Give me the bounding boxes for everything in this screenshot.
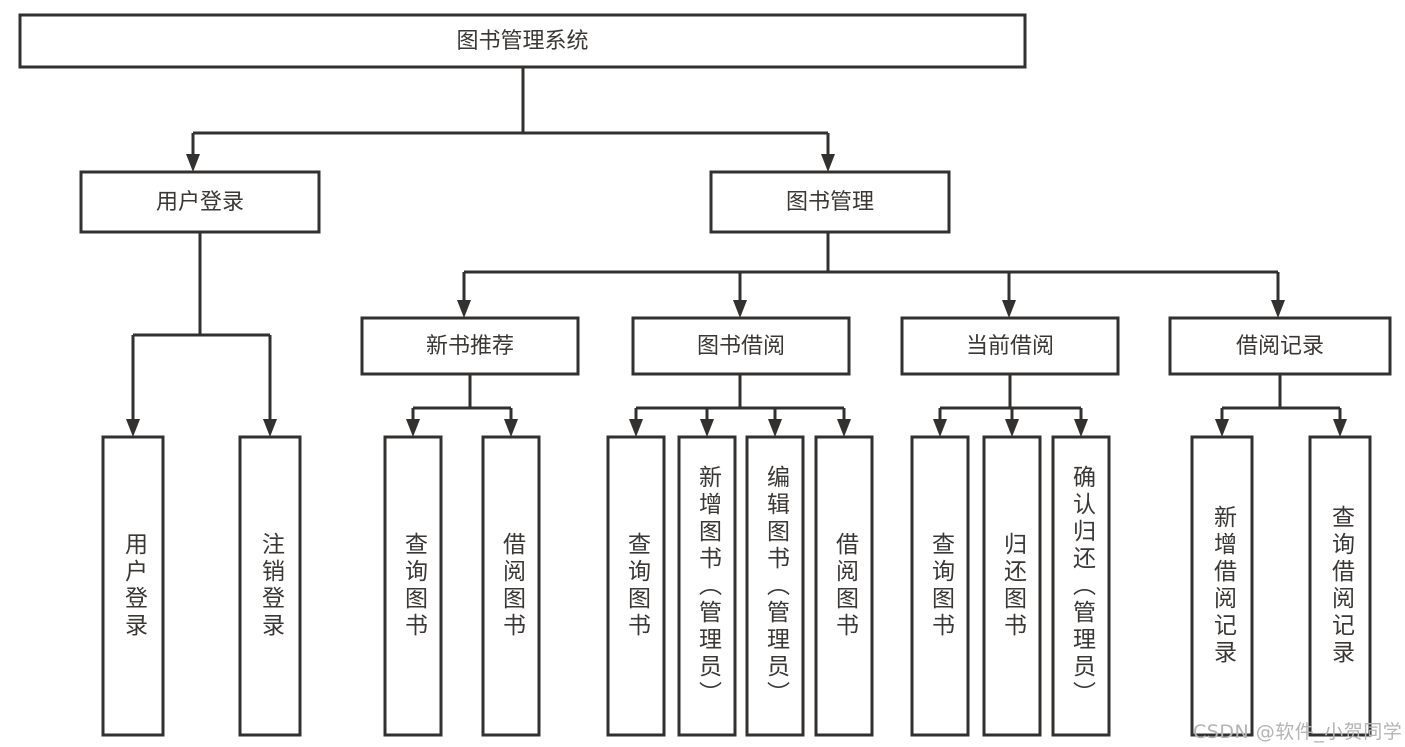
connector-arrow-icon bbox=[126, 419, 140, 437]
node-box-layer bbox=[18, 13, 1392, 737]
connector-arrow-icon bbox=[186, 154, 200, 172]
node-leaf-query-book-borrow[interactable] bbox=[606, 435, 666, 737]
connector-arrow-icon bbox=[1271, 300, 1285, 318]
connector-arrow-icon bbox=[1002, 300, 1016, 318]
connector-arrow-icon bbox=[1005, 419, 1019, 437]
node-leaf-edit-book-admin[interactable] bbox=[745, 435, 805, 737]
node-root-root[interactable] bbox=[18, 13, 1027, 69]
connector-arrow-icon bbox=[629, 419, 643, 437]
node-leaf-borrow-book[interactable] bbox=[814, 435, 874, 737]
node-book-borrow[interactable] bbox=[631, 316, 851, 376]
node-label-current-borrow: 当前借阅 bbox=[966, 334, 1054, 359]
node-leaf-add-book-admin[interactable] bbox=[677, 435, 737, 737]
node-new-book-recommend[interactable] bbox=[360, 316, 580, 376]
node-label-book-borrow: 图书借阅 bbox=[697, 334, 785, 359]
node-user-login[interactable] bbox=[79, 170, 321, 234]
connector-layer bbox=[126, 67, 1347, 437]
connector-arrow-icon bbox=[457, 300, 471, 318]
node-book-manage[interactable] bbox=[709, 170, 951, 234]
node-label-user-login: 用户登录 bbox=[156, 190, 244, 215]
node-label-book-manage: 图书管理 bbox=[786, 190, 874, 215]
watermark-text: CSDN @软件_小贺同学 bbox=[1193, 721, 1403, 743]
node-leaf-confirm-return-admin[interactable] bbox=[1051, 435, 1111, 737]
connector-arrow-icon bbox=[733, 300, 747, 318]
connector-arrow-icon bbox=[837, 419, 851, 437]
node-label-borrow-record: 借阅记录 bbox=[1236, 334, 1324, 359]
node-label-root: 图书管理系统 bbox=[456, 29, 588, 54]
node-leaf-logout[interactable] bbox=[238, 435, 302, 737]
node-leaf-borrow-book-new[interactable] bbox=[481, 435, 541, 737]
connector-arrow-icon bbox=[821, 154, 835, 172]
connector-arrow-icon bbox=[700, 419, 714, 437]
connector-arrow-icon bbox=[504, 419, 518, 437]
connector-arrow-icon bbox=[263, 419, 277, 437]
connector-arrow-icon bbox=[1333, 419, 1347, 437]
node-current-borrow[interactable] bbox=[900, 316, 1120, 376]
node-leaf-return-book[interactable] bbox=[982, 435, 1042, 737]
node-leaf-query-book-new[interactable] bbox=[383, 435, 443, 737]
connector-arrow-icon bbox=[406, 419, 420, 437]
connector-arrow-icon bbox=[1074, 419, 1088, 437]
node-label-new-book-recommend: 新书推荐 bbox=[426, 334, 514, 359]
connector-arrow-icon bbox=[1215, 419, 1229, 437]
node-borrow-record[interactable] bbox=[1168, 316, 1392, 376]
connector-arrow-icon bbox=[933, 419, 947, 437]
node-leaf-user-login[interactable] bbox=[101, 435, 165, 737]
node-leaf-query-book-current[interactable] bbox=[910, 435, 970, 737]
node-leaf-query-borrow-record[interactable] bbox=[1308, 435, 1372, 737]
connector-arrow-icon bbox=[768, 419, 782, 437]
node-leaf-add-borrow-record[interactable] bbox=[1190, 435, 1254, 737]
